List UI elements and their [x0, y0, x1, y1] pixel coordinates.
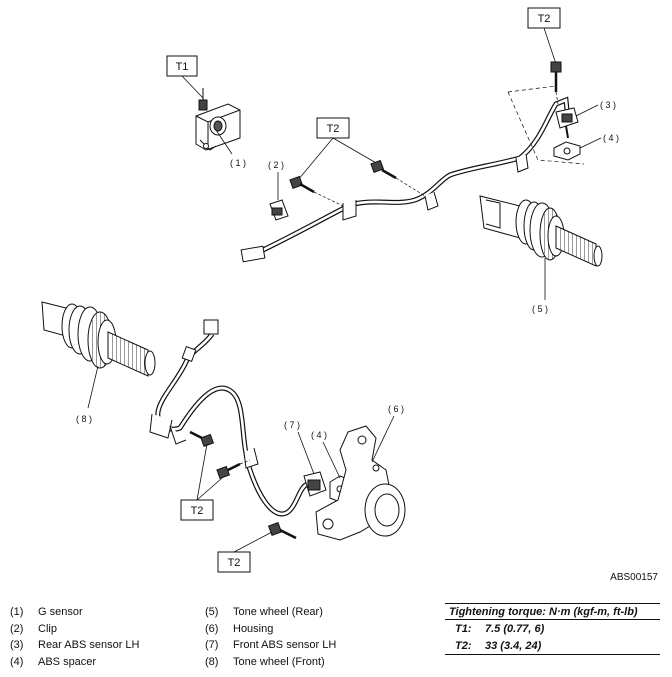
legend-number: (1) — [10, 606, 24, 618]
torque-value: 33 (3.4, 24) — [485, 640, 542, 652]
bolt-harness-right — [370, 159, 397, 180]
abs-spacer-rear — [553, 141, 581, 161]
svg-text:T2: T2 — [327, 123, 340, 135]
callout-4-front: ( 4 ) — [311, 430, 327, 440]
torque-tag-t2-lower: T2 — [180, 499, 214, 521]
bolt-front-bottom — [267, 521, 297, 540]
svg-text:T2: T2 — [228, 557, 241, 569]
legend-label: Tone wheel (Rear) — [233, 606, 323, 618]
callout-5: ( 5 ) — [532, 304, 548, 314]
rear-abs-sensor — [555, 107, 579, 139]
g-sensor — [195, 88, 241, 155]
legend-middle: (5) Tone wheel (Rear) (6) Housing (7) Front A… — [205, 604, 336, 670]
torque-tag-t2-top: T2 — [527, 7, 561, 29]
legend-label: Tone wheel (Front) — [233, 655, 325, 668]
callout-4-top: ( 4 ) — [603, 133, 619, 143]
legend-number: (4) — [10, 655, 24, 668]
svg-text:T2: T2 — [538, 13, 551, 25]
legend-label: Housing — [233, 622, 274, 635]
housing — [315, 425, 406, 541]
torque-tag-t2-bottom: T2 — [217, 551, 251, 573]
callout-2: ( 2 ) — [268, 160, 284, 170]
legend-label: Front ABS sensor LH — [233, 639, 337, 651]
svg-text:T2: T2 — [191, 505, 204, 517]
legend-label: ABS spacer — [38, 655, 97, 668]
torque-tag-t2-middle: T2 — [316, 117, 350, 139]
torque-row-t2: T2: 33 (3.4, 24) — [445, 637, 660, 655]
torque-value: 7.5 (0.77, 6) — [485, 623, 545, 635]
torque-table-title: Tightening torque: N·m (kgf-m, ft-lb) — [445, 603, 660, 620]
bolt-front-upper — [189, 430, 215, 448]
clip — [269, 199, 289, 221]
callout-1: ( 1 ) — [230, 158, 246, 168]
legend-number: (3) — [10, 639, 24, 651]
legend-number: (2) — [10, 622, 24, 635]
bolt-front-lower — [216, 462, 241, 480]
figure-id: ABS00157 — [610, 572, 658, 583]
front-abs-harness — [149, 319, 310, 517]
torque-key: T2: — [455, 640, 472, 652]
torque-key: T1: — [455, 623, 472, 635]
rear-tone-wheel-axle — [479, 195, 603, 267]
legend-left: (1)G sensor(2)Clip(3)Rear ABS sensor LH(… — [10, 604, 140, 670]
legend-number: (7) — [205, 639, 219, 651]
legend-item: (7) Front ABS sensor LH — [205, 637, 336, 654]
callout-8: ( 8 ) — [76, 414, 92, 424]
front-abs-sensor — [303, 471, 327, 497]
torque-tag-t1: T1 — [166, 55, 198, 77]
callout-3: ( 3 ) — [600, 100, 616, 110]
legend-number: (6) — [205, 622, 219, 635]
bolt-top-right — [550, 61, 562, 92]
torque-table: Tightening torque: N·m (kgf-m, ft-lb) T1… — [445, 603, 660, 655]
callout-7: ( 7 ) — [284, 420, 300, 430]
callout-6: ( 6 ) — [388, 404, 404, 414]
legend-item: (5) Tone wheel (Rear) — [205, 604, 336, 621]
torque-row-t1: T1: 7.5 (0.77, 6) — [445, 620, 660, 637]
legend-item: (8) Tone wheel (Front) — [205, 654, 336, 671]
bolt-harness-left — [289, 175, 315, 194]
legend-item: (1) G sensor — [10, 604, 140, 621]
legend-item: (6) Housing — [205, 621, 336, 638]
legend-item: (2) Clip — [10, 621, 140, 638]
abs-exploded-diagram: T1 ( 1 ) ( 2 ) T2 ( 3 ) — [41, 7, 619, 573]
rear-abs-harness — [240, 96, 571, 263]
svg-text:T1: T1 — [176, 61, 189, 73]
front-tone-wheel-axle — [41, 301, 156, 377]
legend-label: G sensor — [38, 606, 83, 618]
legend-item: (4) ABS spacer — [10, 654, 140, 671]
legend-label: Rear ABS sensor LH — [38, 639, 140, 651]
legend-item: (3) Rear ABS sensor LH — [10, 637, 140, 654]
legend-label: Clip — [38, 622, 57, 635]
legend-number: (8) — [205, 655, 219, 668]
legend-number: (5) — [205, 606, 219, 618]
